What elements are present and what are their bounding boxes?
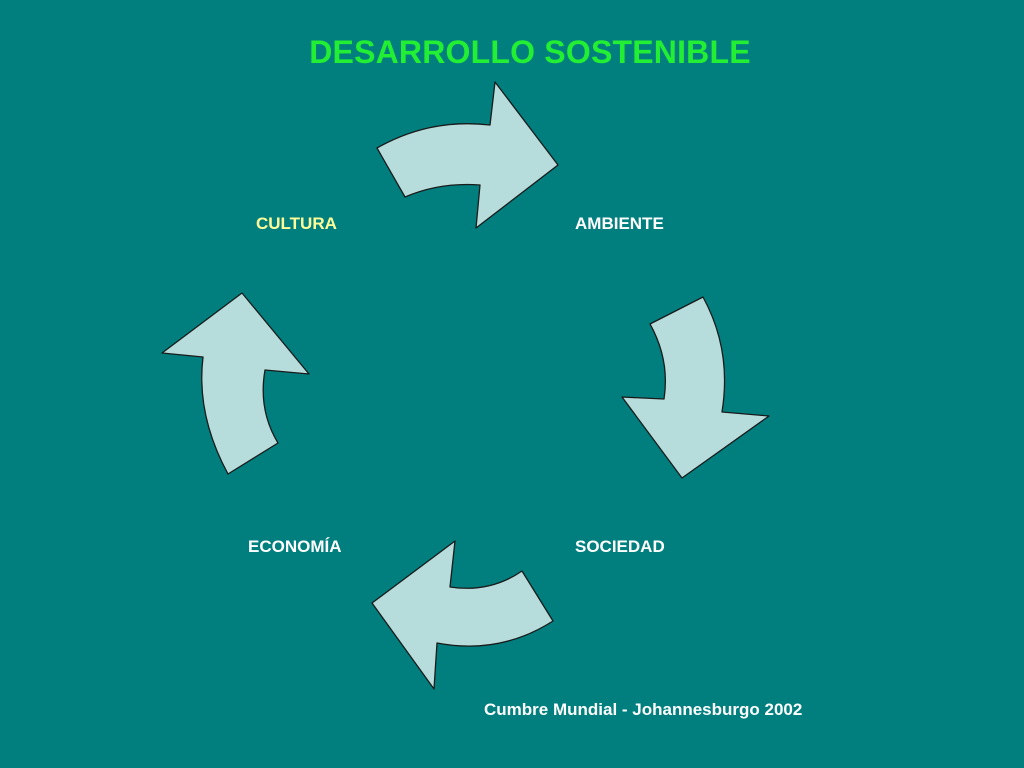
node-ambiente: AMBIENTE <box>575 214 664 233</box>
footer-caption: Cumbre Mundial - Johannesburgo 2002 <box>484 700 803 719</box>
arrow-ambiente-to-sociedad <box>621 296 770 479</box>
page-title: DESARROLLO SOSTENIBLE <box>309 34 751 70</box>
node-cultura: CULTURA <box>256 214 337 233</box>
arrow-economia-to-cultura <box>161 292 310 475</box>
node-sociedad: SOCIEDAD <box>575 537 665 556</box>
node-economia: ECONOMÍA <box>248 537 342 556</box>
arrow-cultura-to-ambiente <box>376 81 559 229</box>
arrow-sociedad-to-economia <box>371 540 554 690</box>
